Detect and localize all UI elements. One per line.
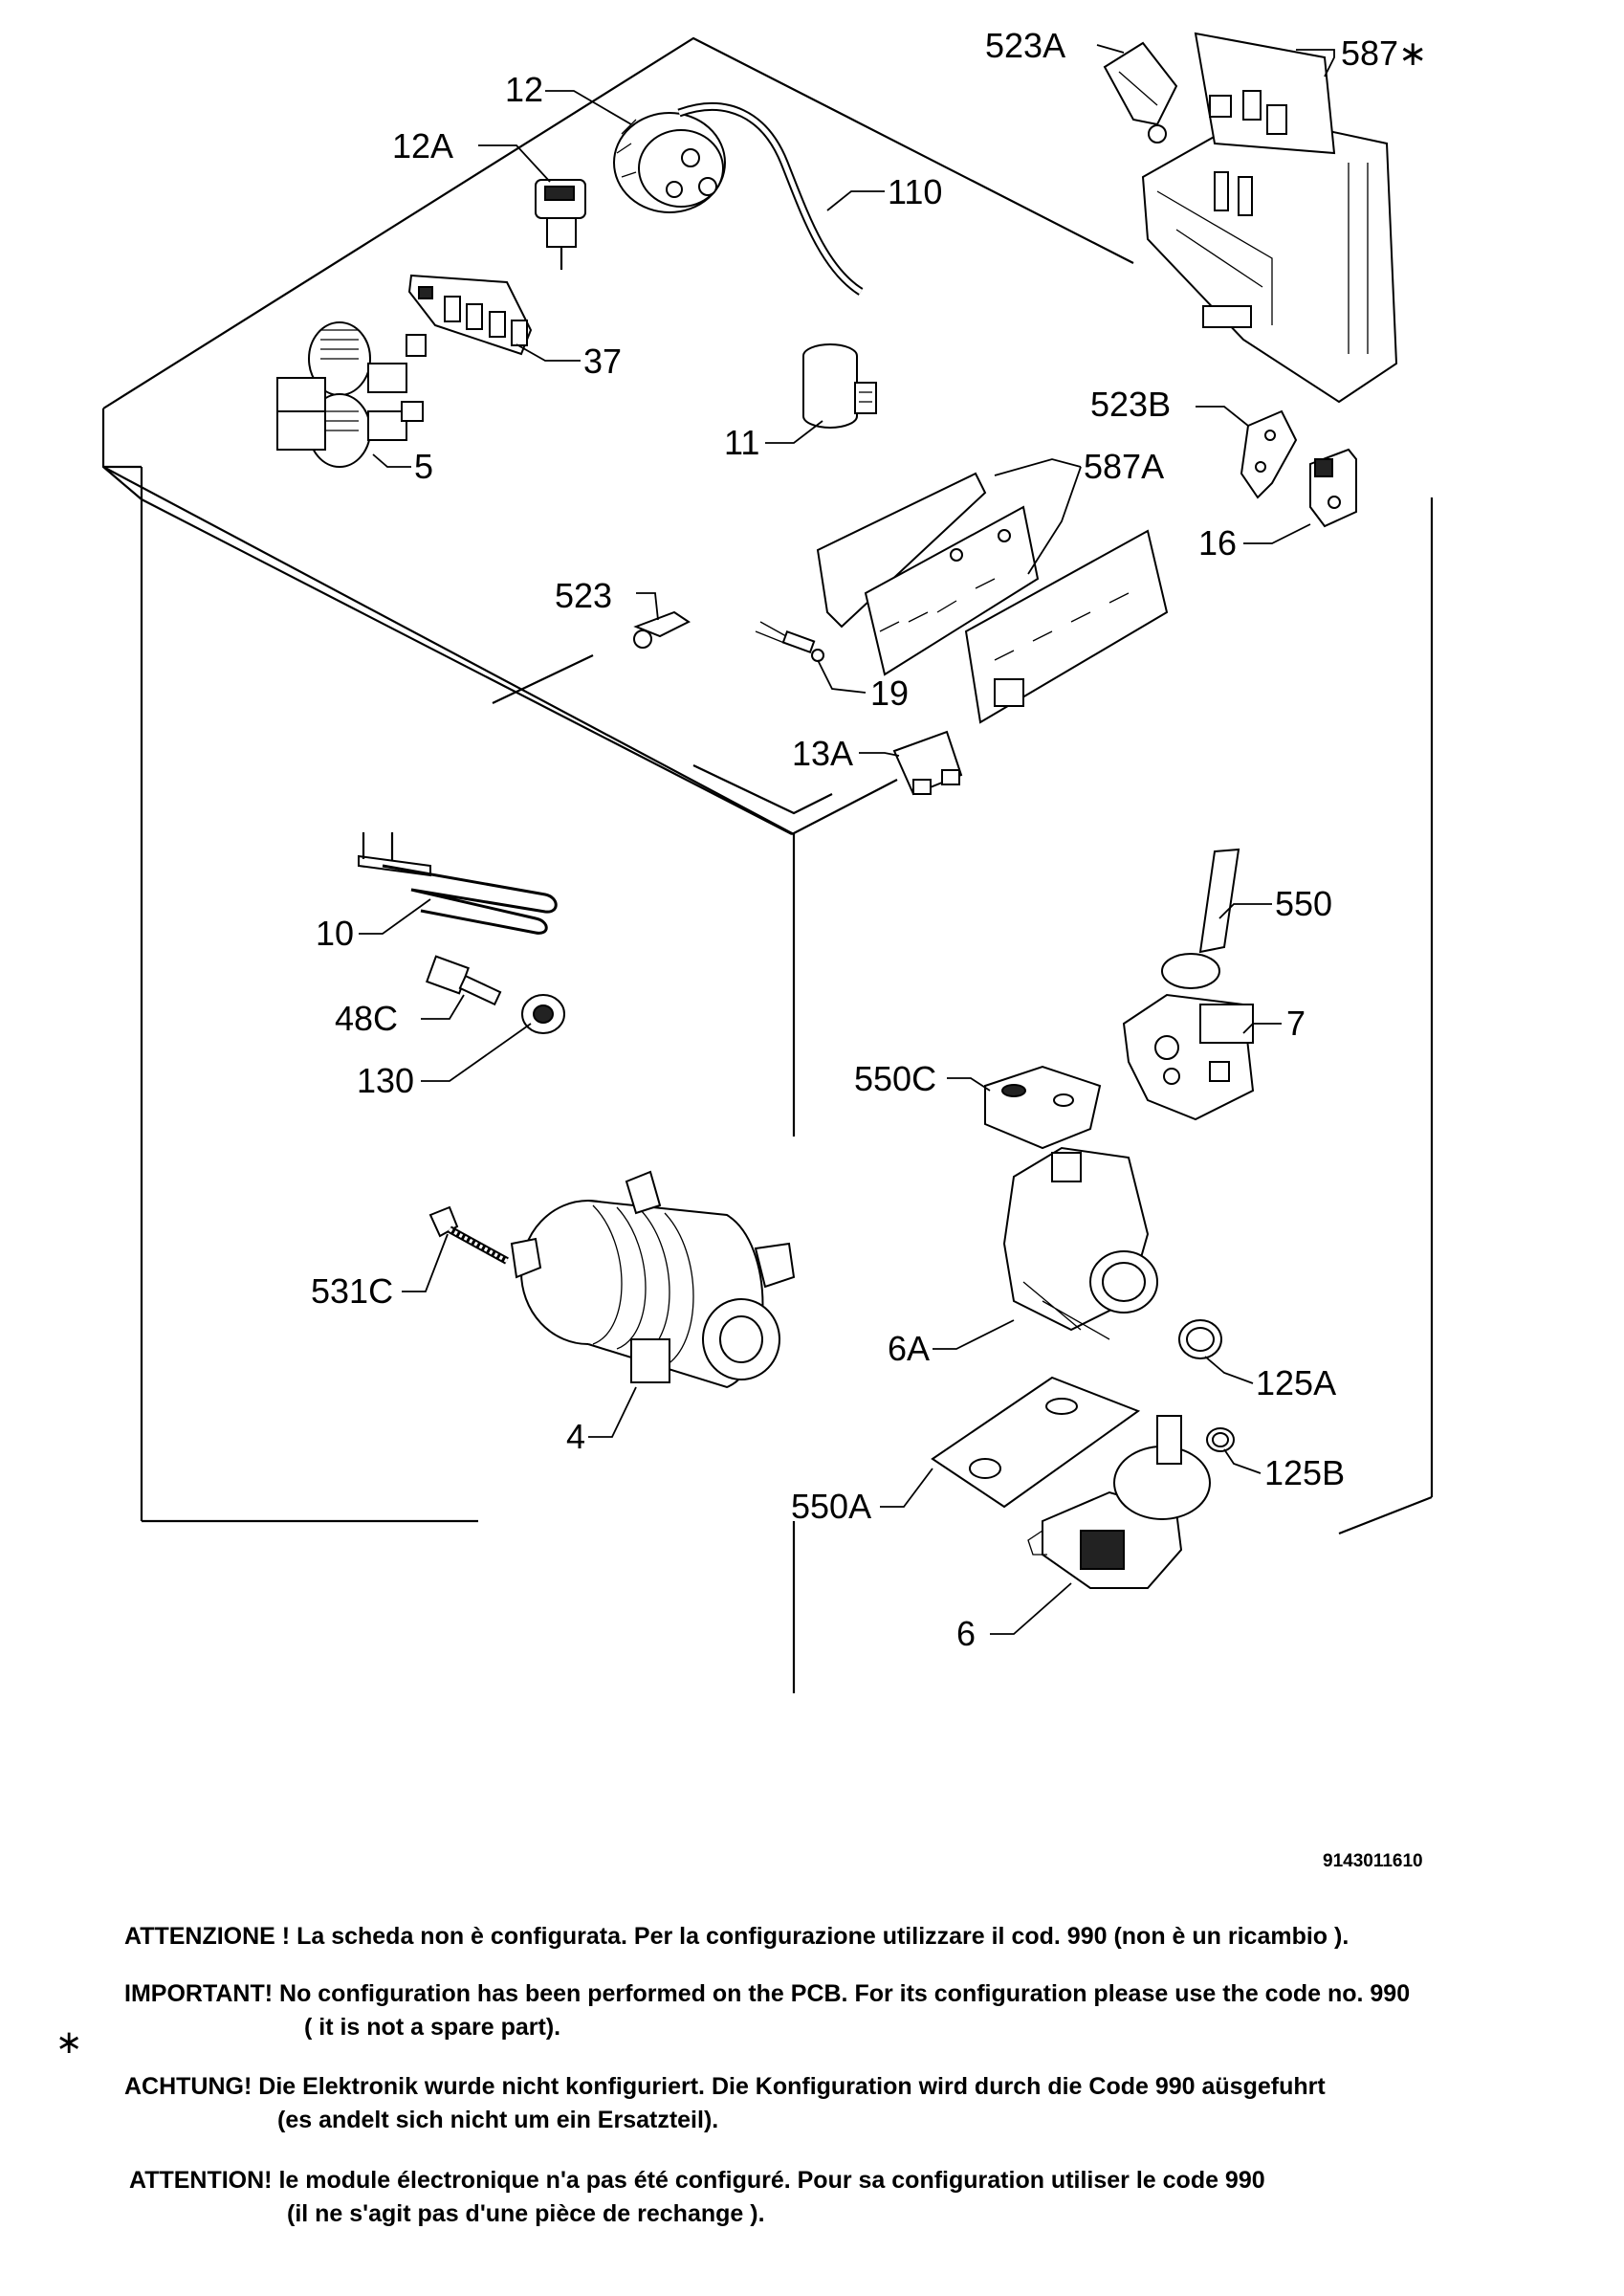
label-13a: 13A: [792, 734, 853, 773]
part-12a-sensor: [535, 179, 586, 270]
part-6-drain-pump: [1027, 1415, 1211, 1589]
label-110: 110: [888, 172, 942, 211]
part-labels: 523A 587∗ 12 12A 110 37 5 11 523B 587A 1…: [311, 26, 1427, 1653]
label-11: 11: [724, 423, 759, 462]
label-531c: 531C: [311, 1271, 393, 1311]
label-6: 6: [956, 1614, 976, 1653]
cabinet-outline: [101, 36, 1434, 1693]
leader-lines: [359, 44, 1335, 1635]
part-10-heater: [358, 832, 558, 935]
part-523-bracket: [633, 610, 691, 649]
label-550a: 550A: [791, 1487, 871, 1526]
label-523a: 523A: [985, 26, 1065, 65]
label-12a: 12A: [392, 126, 453, 166]
note-italian: ATTENZIONE ! La scheda non è configurata…: [124, 1923, 1349, 1951]
part-130-nut: [521, 994, 565, 1034]
part-550c-cover: [984, 1065, 1102, 1150]
part-550a-plate: [931, 1376, 1141, 1509]
part-523b-plate: [1240, 409, 1298, 499]
part-4-motor: [510, 1170, 796, 1389]
part-110-hose: [677, 102, 864, 296]
part-523a-knob: [1103, 41, 1178, 144]
note-german-line1: ACHTUNG! Die Elektronik wurde nicht konf…: [124, 2073, 1326, 2100]
note-french-line1: ATTENTION! le module électronique n'a pa…: [129, 2167, 1265, 2194]
part-48c-sensor: [426, 955, 502, 1006]
label-550: 550: [1275, 884, 1332, 923]
note-french-line2: (il ne s'agit pas d'une pièce de rechang…: [287, 2200, 765, 2227]
label-130: 130: [357, 1061, 414, 1100]
label-48c: 48C: [335, 999, 398, 1038]
part-531c-bolt: [428, 1205, 509, 1265]
label-37: 37: [583, 342, 622, 381]
part-19-probe: [755, 621, 824, 662]
part-12-pressure-switch: [613, 112, 726, 213]
label-16: 16: [1198, 523, 1237, 563]
label-4: 4: [566, 1417, 585, 1456]
label-587a: 587A: [1084, 447, 1164, 486]
label-6a: 6A: [888, 1329, 930, 1368]
part-125a-seal: [1178, 1319, 1222, 1359]
part-11-capacitor: [802, 343, 877, 429]
note-english-line1: IMPORTANT! No configuration has been per…: [124, 1980, 1411, 2007]
note-english-line2: ( it is not a spare part).: [304, 2014, 561, 2041]
part-550-lever: [1161, 848, 1240, 989]
asterisk-marker: ∗: [55, 2023, 83, 2062]
note-english: IMPORTANT! No configuration has been per…: [124, 1980, 1410, 2042]
label-19: 19: [870, 673, 909, 713]
part-37-terminal-block: [407, 274, 533, 356]
label-523b: 523B: [1090, 385, 1171, 424]
note-italian-text: ATTENZIONE ! La scheda non è configurata…: [124, 1923, 1350, 1950]
note-german: ACHTUNG! Die Elektronik wurde nicht konf…: [124, 2073, 1326, 2134]
label-550c: 550C: [854, 1059, 936, 1098]
note-german-line2: (es andelt sich nicht um ein Ersatzteil)…: [277, 2107, 719, 2133]
drawing-number: 9143011610: [1323, 1851, 1423, 1871]
part-125b-seal: [1206, 1427, 1235, 1452]
label-10: 10: [316, 914, 354, 953]
label-587-asterisk: 587∗: [1341, 33, 1427, 73]
part-7-actuator: [1122, 993, 1255, 1121]
part-587a-boards: [816, 472, 1169, 724]
note-french: ATTENTION! le module électronique n'a pa…: [129, 2167, 1265, 2228]
part-5-water-valve: [276, 321, 427, 468]
part-13a-connector: [892, 730, 963, 796]
label-523: 523: [555, 576, 612, 615]
part-16-switch: [1309, 448, 1357, 528]
label-12: 12: [505, 70, 543, 109]
label-125a: 125A: [1256, 1363, 1336, 1402]
label-7: 7: [1286, 1004, 1306, 1043]
part-587-pcb-housing: [1141, 32, 1398, 404]
label-5: 5: [414, 447, 433, 486]
part-6a-filter-housing: [1002, 1146, 1158, 1340]
label-125b: 125B: [1264, 1453, 1345, 1492]
